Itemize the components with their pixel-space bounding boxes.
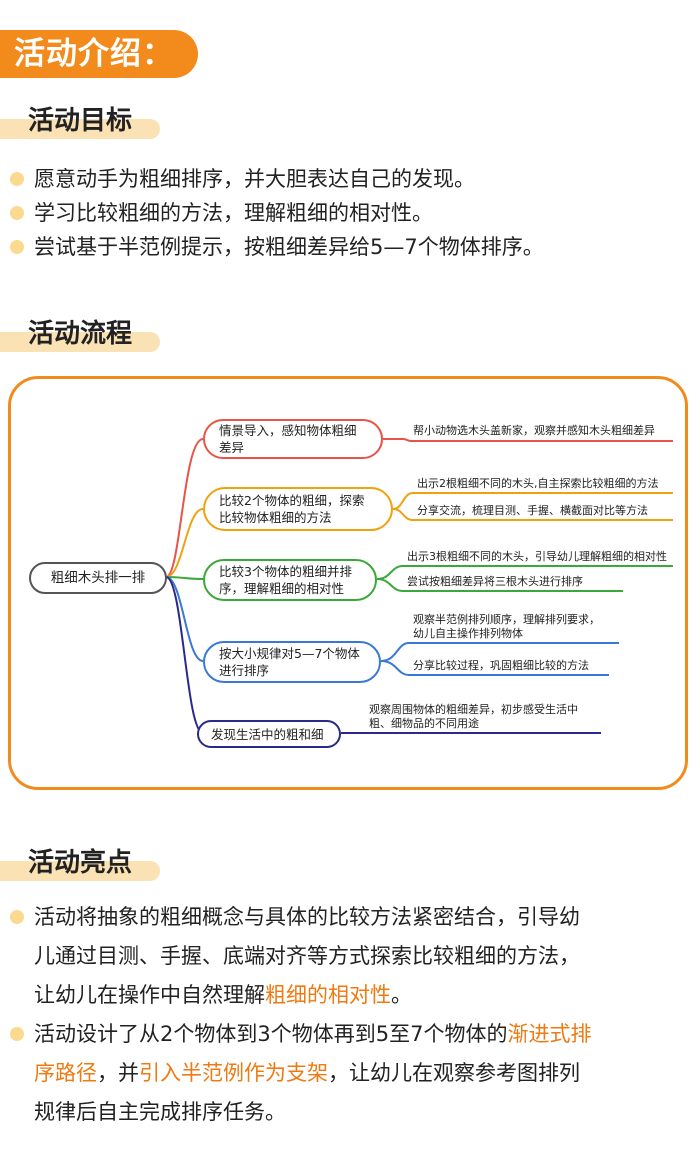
mindmap-branch-5: 发现生活中的粗和细 [197,720,341,748]
heading-underline [0,119,160,139]
list-item: 尝试基于半范例提示，按粗细差异给5—7个物体排序。 [10,230,700,264]
mindmap-branch-2: 比较2个物体的粗细，探索比较物体粗细的方法 [203,487,393,531]
highlight-line: 活动设计了从2个物体到3个物体再到5至7个物体的渐进式排 [34,1015,700,1054]
mindmap-leaf: 分享交流，梳理目测、手握、横截面对比等方法 [417,504,648,517]
highlight-text: ，让幼儿在观察参考图排列 [328,1061,580,1085]
mindmap-branch-1: 情景导入，感知物体粗细差异 [203,419,383,459]
mindmap-root-label: 粗细木头排一排 [50,569,146,586]
highlight-emphasis: 粗细的相对性 [265,983,391,1007]
mindmap-branch-3: 比较3个物体的粗细并排序，理解粗细的相对性 [203,559,377,601]
bullet-dot-icon [10,240,24,254]
highlight-line: 序路径，并引入半范例作为支架，让幼儿在观察参考图排列 [34,1054,700,1093]
branch-label: 情景导入，感知物体粗细 [219,423,357,438]
goal-text: 学习比较粗细的方法，理解粗细的相对性。 [34,201,433,225]
highlight-line: 活动将抽象的粗细概念与具体的比较方法紧密结合，引导幼 [34,905,580,929]
bullet-dot-icon [10,910,24,924]
process-heading-text: 活动流程 [28,319,133,349]
branch-label: 发现生活中的粗和细 [211,726,324,742]
goal-text: 愿意动手为粗细排序，并大胆表达自己的发现。 [34,167,475,191]
highlights-list: 活动将抽象的粗细概念与具体的比较方法紧密结合，引导幼 儿通过目测、手握、底端对齐… [10,898,700,1132]
bullet-dot-icon [10,206,24,220]
highlight-text: 活动设计了从2个物体到3个物体再到5至7个物体的 [34,1022,508,1046]
mindmap-leaf: 帮小动物选木头盖新家，观察并感知木头粗细差异 [413,424,655,437]
branch-label: 序，理解粗细的相对性 [219,581,345,596]
mindmap-leaf: 出示2根粗细不同的木头,自主探索比较粗细的方法 [417,477,659,490]
mindmap-leaf: 尝试按粗细差异将三根木头进行排序 [407,575,583,588]
highlight-emphasis: 渐进式排 [507,1022,592,1046]
highlight-emphasis: 序路径 [34,1061,97,1085]
list-item: 愿意动手为粗细排序，并大胆表达自己的发现。 [10,162,700,196]
page-title: 活动介绍： [0,30,198,78]
branch-label: 比较物体粗细的方法 [219,510,332,525]
highlight-text: 。 [391,983,412,1007]
list-item: 活动设计了从2个物体到3个物体再到5至7个物体的渐进式排 序路径，并引入半范例作… [10,1015,700,1132]
branch-label: 按大小规律对5—7个物体 [219,646,360,661]
mindmap-leaf: 观察周围物体的粗细差异，初步感受生活中 [369,703,578,716]
mindmap-branch-4: 按大小规律对5—7个物体进行排序 [203,641,381,683]
goals-heading: 活动目标 [0,103,160,139]
mindmap-frame: 粗细木头排一排 情景导入，感知物体粗细差异 比较2个物体的粗细，探索比较物体粗细… [8,376,688,790]
mindmap-leaf: 观察半范例排列顺序，理解排列要求， [413,613,600,626]
highlight-line: 儿通过目测、手握、底端对齐等方式探索比较粗细的方法， [34,944,580,968]
heading-underline [0,861,160,881]
process-heading: 活动流程 [0,316,160,352]
branch-label: 比较3个物体的粗细并排 [219,564,352,579]
bullet-dot-icon [10,1027,24,1041]
goals-heading-text: 活动目标 [28,106,133,136]
branch-label: 进行排序 [219,663,270,678]
mindmap-leaf: 分享比较过程，巩固粗细比较的方法 [413,659,589,672]
mindmap-connectors [165,438,673,734]
highlight-line: 让幼儿在操作中自然理解粗细的相对性。 [34,976,700,1015]
branch-label: 差异 [219,440,245,455]
highlight-text: ，并 [97,1061,139,1085]
goal-text: 尝试基于半范例提示，按粗细差异给5—7个物体排序。 [34,235,544,259]
highlights-heading: 活动亮点 [0,845,160,881]
list-item: 学习比较粗细的方法，理解粗细的相对性。 [10,196,700,230]
highlight-text: 让幼儿在操作中自然理解 [34,983,265,1007]
mindmap-leaf: 出示3根粗细不同的木头，引导幼儿理解粗细的相对性 [407,550,667,563]
bullet-dot-icon [10,172,24,186]
highlights-heading-text: 活动亮点 [28,848,133,878]
goals-list: 愿意动手为粗细排序，并大胆表达自己的发现。 学习比较粗细的方法，理解粗细的相对性… [10,162,700,264]
highlight-line: 规律后自主完成排序任务。 [34,1100,286,1124]
mindmap-leaf: 幼儿自主操作排列物体 [413,627,523,640]
mindmap-leaf: 粗、细物品的不同用途 [369,717,479,730]
highlight-emphasis: 引入半范例作为支架 [139,1061,328,1085]
heading-underline [0,332,160,352]
list-item: 活动将抽象的粗细概念与具体的比较方法紧密结合，引导幼 儿通过目测、手握、底端对齐… [10,898,700,1015]
mindmap-root: 粗细木头排一排 [29,562,167,594]
branch-label: 比较2个物体的粗细，探索 [219,493,365,508]
